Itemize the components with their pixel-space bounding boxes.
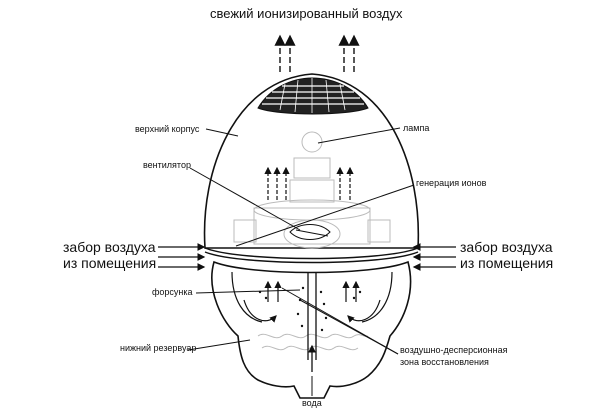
label-water: вода [302,398,322,408]
inner-mechanism [233,131,391,249]
outflow-arrows-right [338,34,360,72]
label-nozzle: форсунка [152,287,193,297]
fan-blades [289,224,331,240]
air-intake-arrows-left [158,243,206,271]
label-dispersion-zone-1: воздушно-десперсионная [400,345,508,355]
nozzle-tube [307,272,317,372]
diagram-title: свежий ионизированный воздух [210,6,403,21]
label-dispersion-zone-2: зона восстановления [400,357,489,367]
label-air-intake-left-2: из помещения [63,255,157,271]
leader-lines [187,127,415,396]
label-fan: вентилятор [143,160,191,170]
lower-reservoir-shape [211,260,412,399]
label-upper-housing: верхний корпус [135,124,200,134]
seam-ring [204,247,419,264]
label-air-intake-right-2: из помещения [460,255,554,271]
label-lamp: лампа [403,123,430,133]
outflow-arrows-left [274,34,296,72]
dispersion-curves [231,271,393,323]
label-air-intake-left-1: забор воздуха [63,239,156,255]
air-intake-arrows-right [412,243,456,271]
label-air-intake-right-1: забор воздуха [460,239,553,255]
upper-housing-shape [203,73,420,249]
dispersion-arrows [264,280,360,302]
label-ion-generation: генерация ионов [416,178,487,188]
vent-grille [257,77,369,115]
label-lower-reservoir: нижний резервуар [120,343,197,353]
internal-airflow-arrows [264,166,354,200]
